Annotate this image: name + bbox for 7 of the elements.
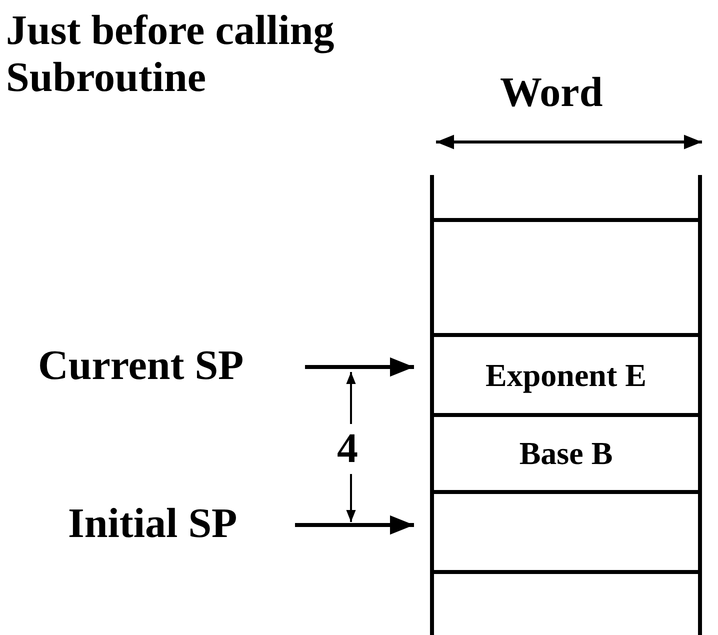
pointer-label: Current SP [38,345,244,387]
pointer-label: Initial SP [68,503,238,545]
dimension-label: 4 [337,428,358,470]
arrow [295,515,414,535]
column-width-label: Word [500,72,603,114]
title: Just before calling Subroutine [6,8,336,102]
arrow [305,357,414,377]
